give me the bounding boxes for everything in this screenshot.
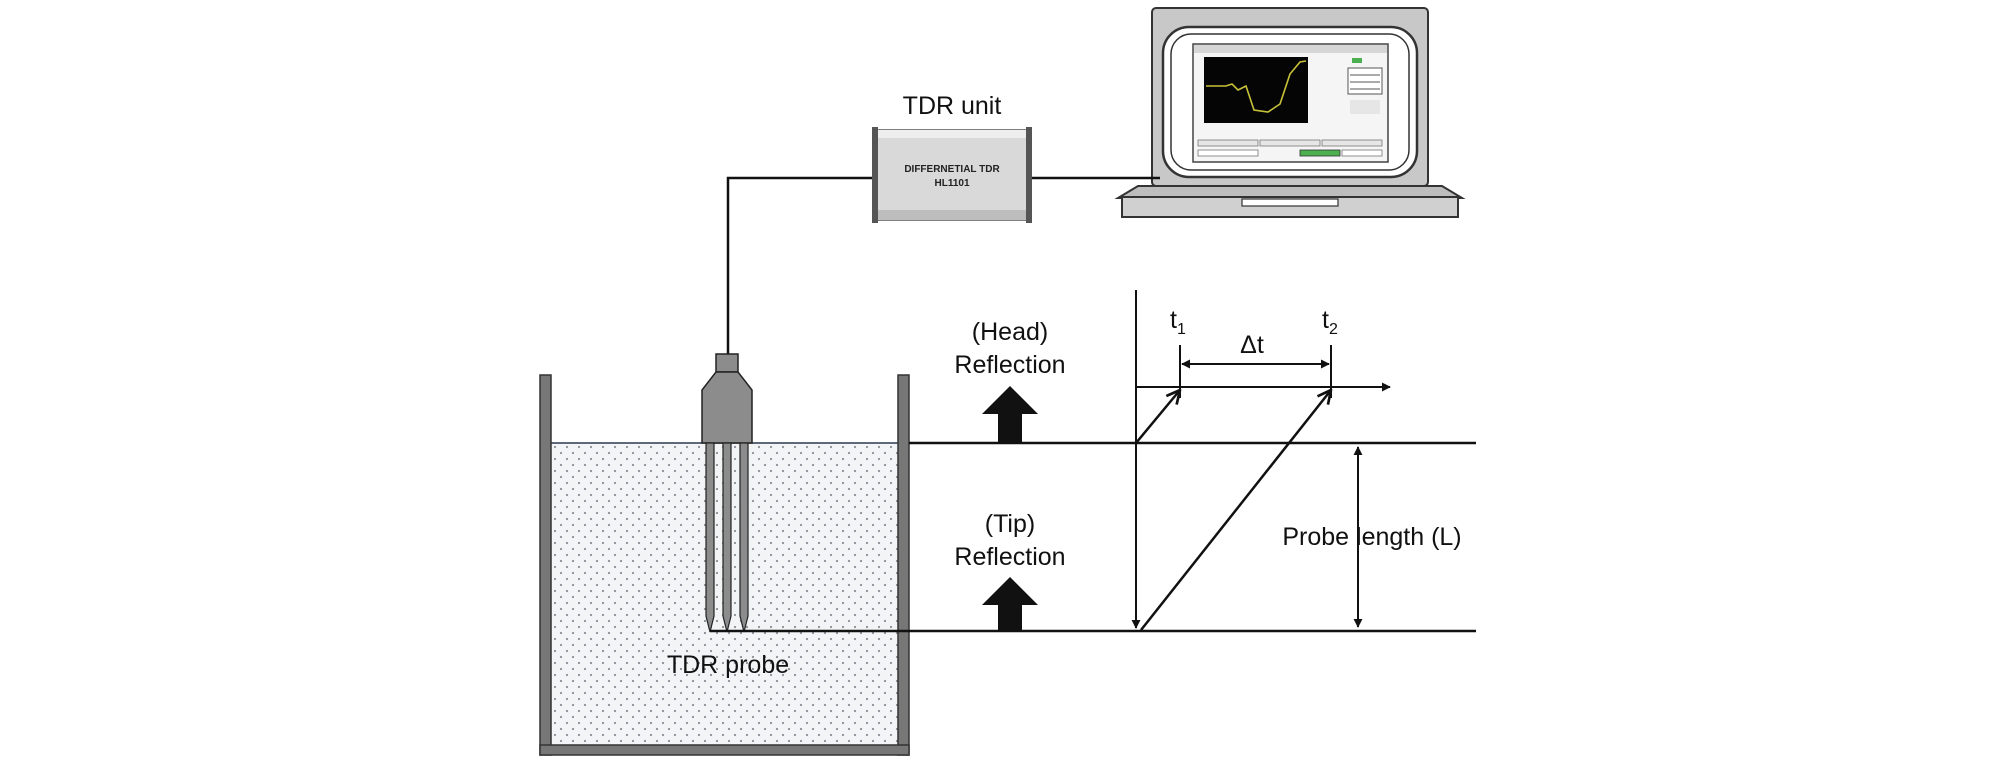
cables [726,176,1160,356]
head-reflection-path [1135,390,1180,444]
tdr-unit-model-line1: DIFFERNETIAL TDR [904,164,1000,175]
delta-t-label: Δt [1240,331,1264,359]
up-arrow-icon [982,577,1038,631]
tdr-unit-label: TDR unit [903,92,1002,120]
t2-label: t2 [1322,306,1338,338]
laptop-screen [1192,43,1389,163]
t1-label: t1 [1170,306,1186,338]
tip-reflection-path [1140,390,1331,631]
laptop-icon [1114,7,1466,218]
up-arrow-icon [982,386,1038,443]
tdr-probe-label: TDR probe [667,651,789,679]
probe-icon [701,353,753,633]
timing-diagram [1131,290,1391,631]
tdr-unit-box: DIFFERNETIAL TDR HL1101 [872,127,1032,223]
tdr-unit-model-line2: HL1101 [934,178,969,189]
tip-reflection-label-2: Reflection [954,543,1065,571]
tip-reflection-label-1: (Tip) [985,510,1035,538]
head-reflection-label-1: (Head) [972,318,1048,346]
head-reflection-label-2: Reflection [954,351,1065,379]
probe-length-label: Probe length (L) [1282,523,1461,551]
